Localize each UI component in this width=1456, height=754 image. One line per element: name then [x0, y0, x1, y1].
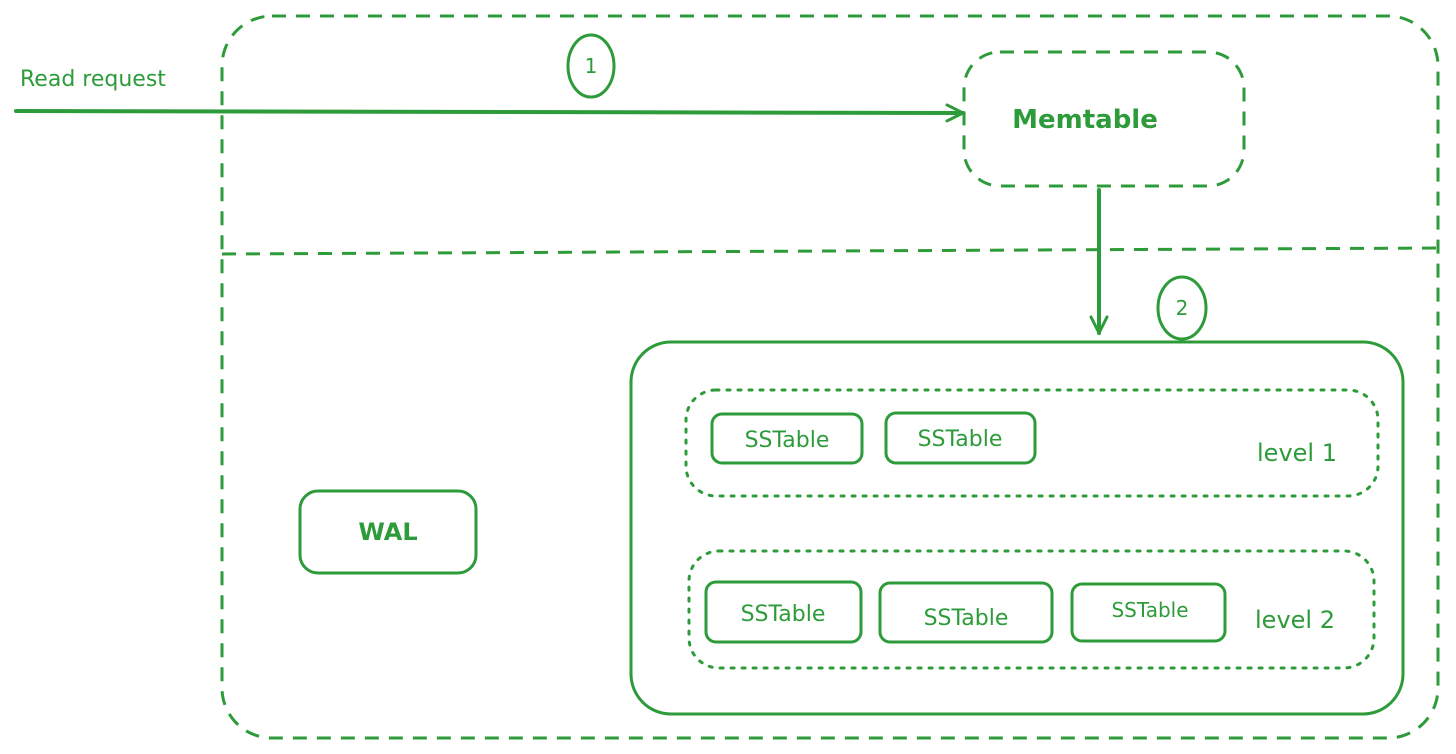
wal-box	[298, 489, 478, 575]
memtable-label: Memtable	[1012, 105, 1158, 135]
sstable-storage-box	[629, 340, 1405, 716]
wal-label: WAL	[358, 518, 417, 546]
level-1-label: level 1	[1257, 439, 1337, 467]
level-2-sstable-2-label: SSTable	[924, 606, 1009, 631]
level-2-sstable-3-box	[1070, 582, 1227, 643]
level-2-sstable-1-box	[704, 580, 863, 644]
system-boundary	[220, 14, 1440, 740]
level-2-label: level 2	[1255, 606, 1335, 634]
memtable-box	[962, 50, 1246, 188]
level-2-sstable-2-box	[878, 581, 1054, 644]
level-2-group	[687, 549, 1376, 670]
step-1-badge	[566, 33, 616, 99]
level-2-sstable-3-label: SSTable	[1111, 598, 1188, 622]
level-2-sstable-1-label: SSTable	[741, 602, 826, 627]
memory-disk-divider	[221, 246, 1439, 256]
level-1-sstable-2-label: SSTable	[918, 427, 1003, 452]
read-request-label: Read request	[20, 67, 166, 92]
level-1-sstable-1-label: SSTable	[745, 428, 830, 453]
step-2-badge	[1156, 275, 1208, 341]
step-1-number: 1	[585, 54, 598, 78]
level-1-sstable-1-box	[710, 412, 864, 465]
level-1-sstable-2-box	[884, 411, 1037, 465]
step-2-number: 2	[1176, 296, 1189, 320]
level-1-group	[684, 388, 1380, 498]
read-request-arrow	[14, 103, 965, 123]
